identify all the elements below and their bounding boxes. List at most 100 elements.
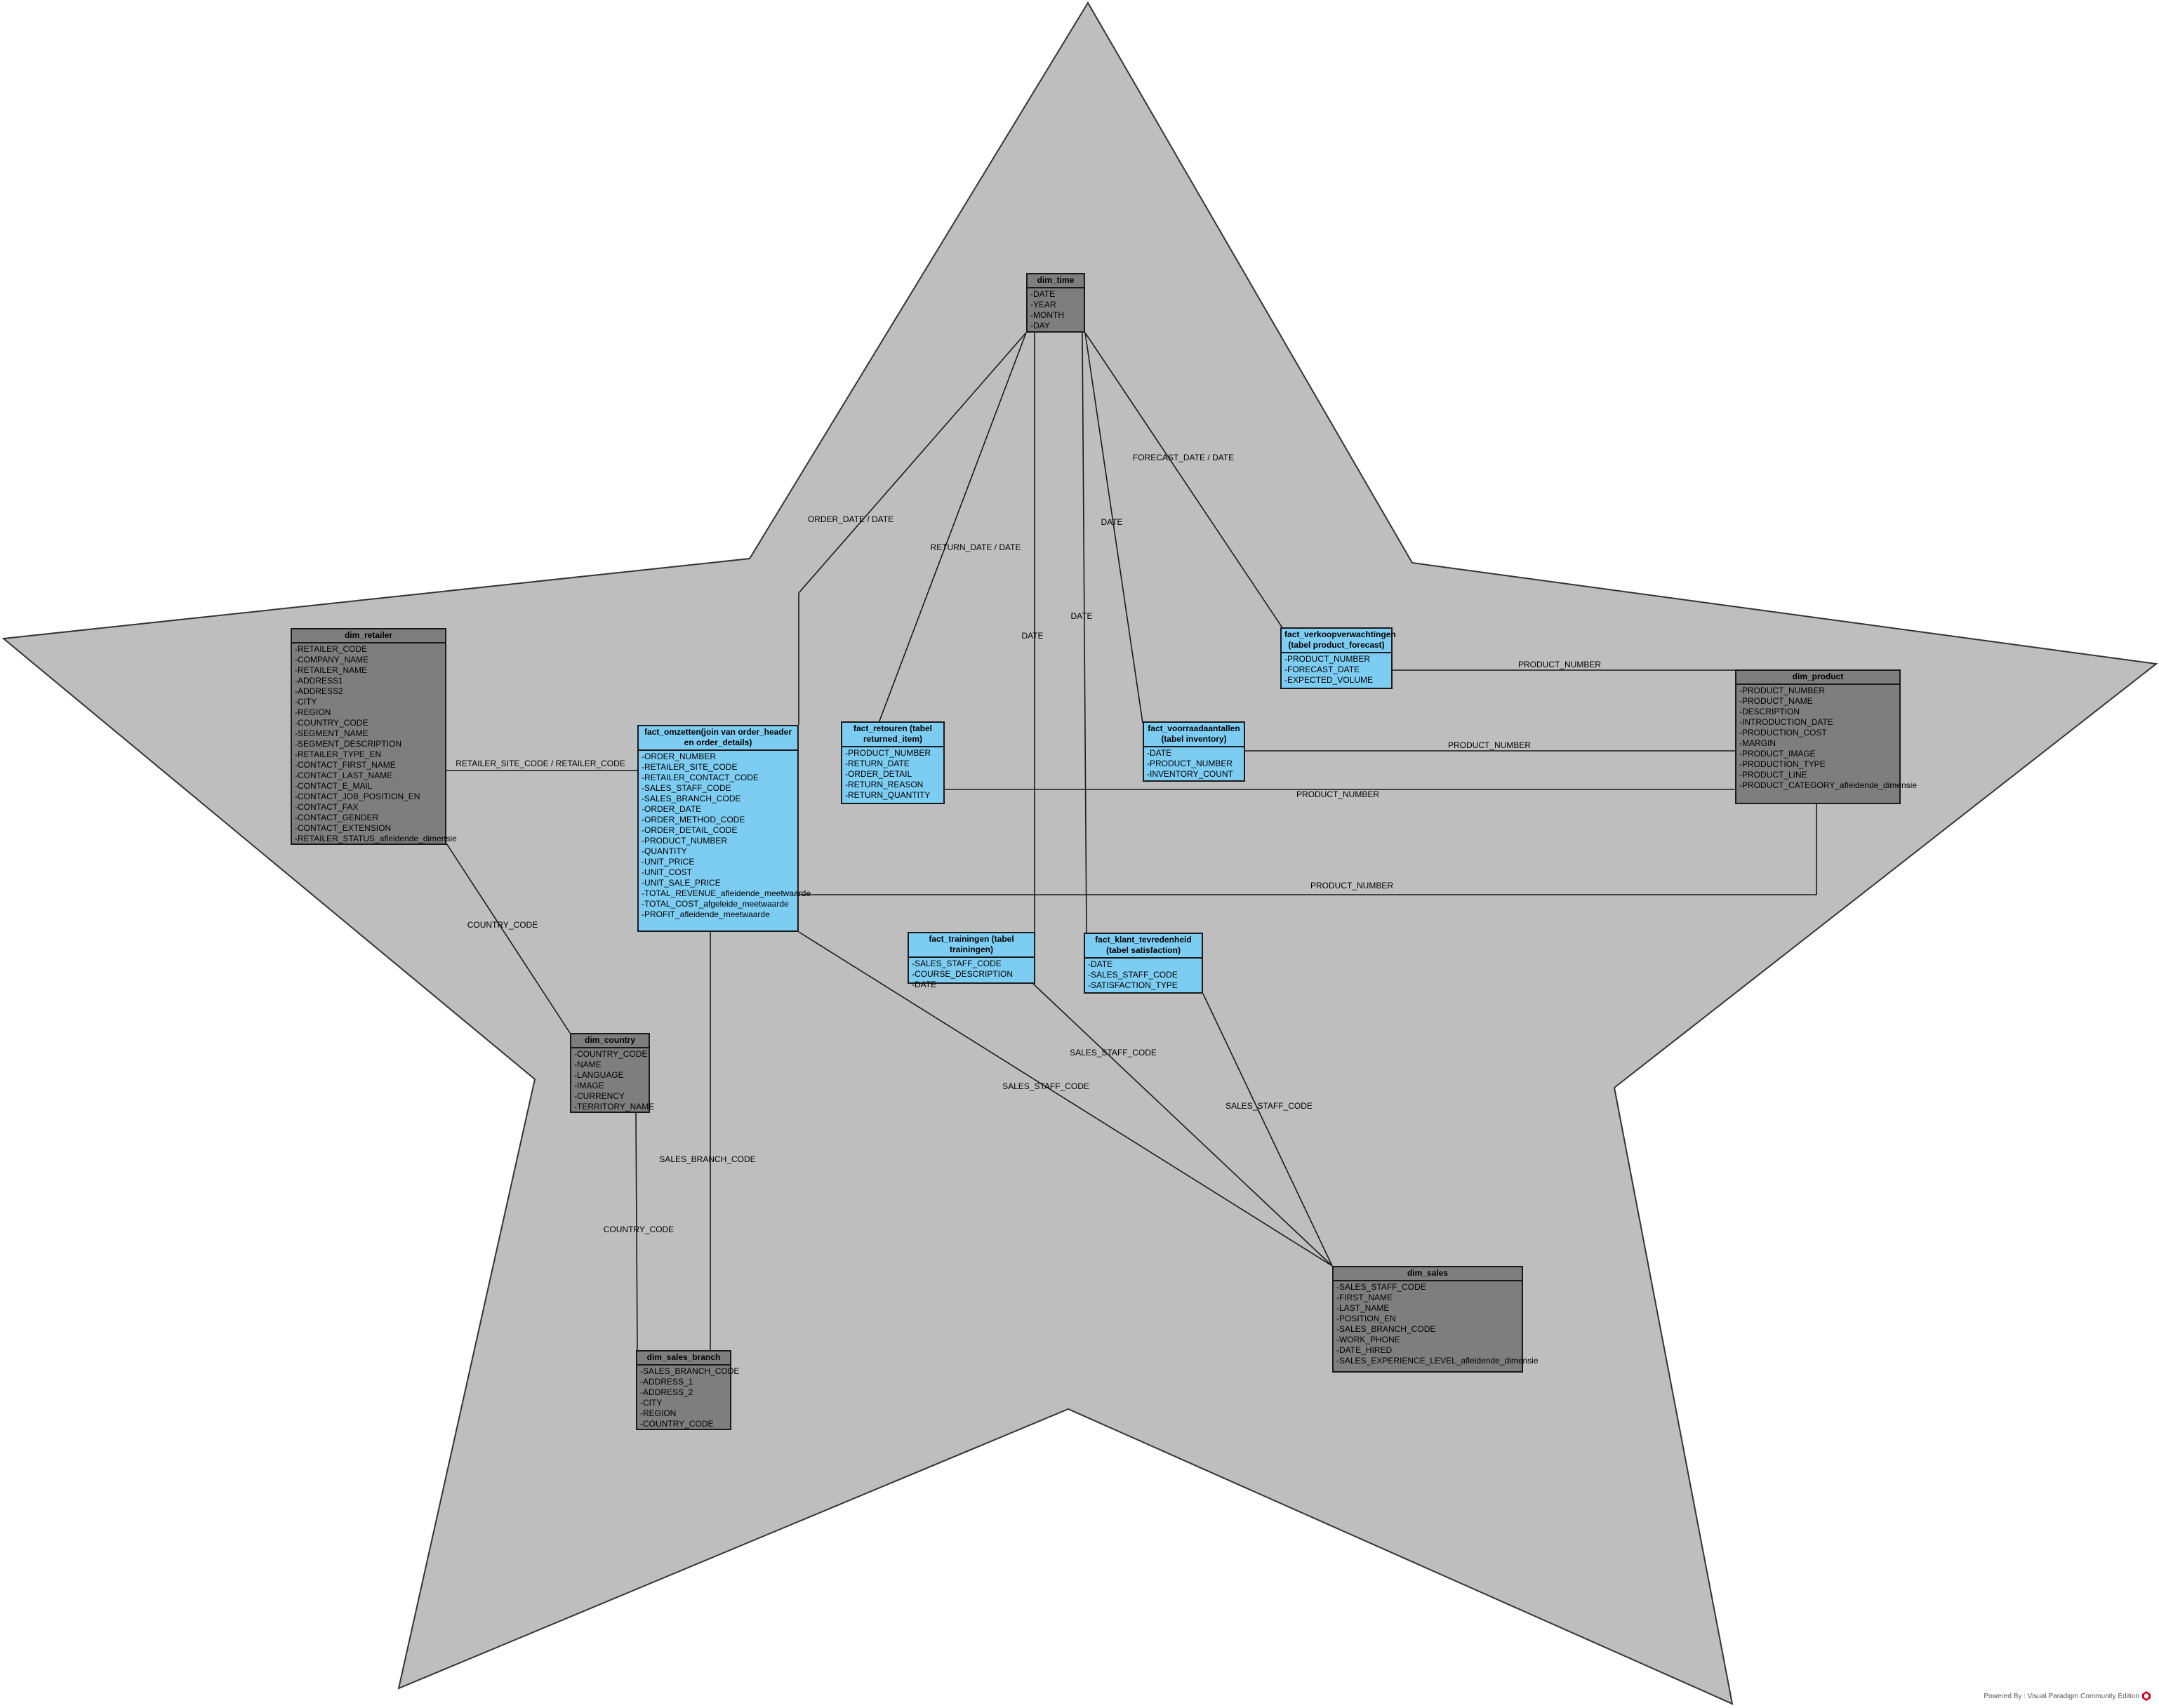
- connector-order-date: [798, 332, 1027, 725]
- entity-field: -MONTH: [1030, 310, 1064, 320]
- entity-field: -SALES_STAFF_CODE: [912, 959, 1002, 968]
- entity-fact-voorraadaantallen[interactable]: fact_voorraadaantallen (tabel inventory)…: [1143, 721, 1245, 782]
- entity-field: -PRODUCT_LINE: [1739, 770, 1807, 780]
- entity-fact-trainingen[interactable]: fact_trainingen (tabel trainingen)-SALES…: [908, 932, 1035, 989]
- entity-field: -UNIT_SALE_PRICE: [642, 878, 721, 888]
- entity-field: -PRODUCTION_COST: [1739, 728, 1827, 738]
- entity-field: -RETAILER_TYPE_EN: [295, 749, 382, 759]
- connector-label-product-verkoop: PRODUCT_NUMBER: [1517, 660, 1602, 669]
- entity-field: -WORK_PHONE: [1336, 1335, 1400, 1345]
- connector-forecast-date: [1084, 332, 1284, 629]
- entity-field: -PROFIT_afleidende_meetwaarde: [642, 909, 770, 919]
- entity-field: -DATE: [1147, 748, 1172, 758]
- connector-label-date-klant: DATE: [1070, 611, 1093, 621]
- entity-field: -ADDRESS2: [295, 686, 343, 696]
- entity-dim-country[interactable]: dim_country-COUNTRY_CODE-NAME-LANGUAGE-I…: [570, 1033, 655, 1113]
- entity-field: -NAME: [574, 1060, 602, 1069]
- entity-fact-retouren[interactable]: fact_retouren (tabel returned_item)-PROD…: [841, 721, 945, 804]
- entity-field: -COURSE_DESCRIPTION: [912, 969, 1014, 979]
- connector-label-product-retouren: PRODUCT_NUMBER: [1296, 789, 1380, 799]
- connector-date-voorraad: [1084, 332, 1143, 723]
- entity-dim-time[interactable]: dim_time-DATE-YEAR-MONTH-DAY: [1026, 273, 1085, 333]
- entity-dim-sales[interactable]: dim_sales-SALES_STAFF_CODE-FIRST_NAME-LA…: [1332, 1266, 1539, 1373]
- entity-fact-omzetten[interactable]: fact_omzetten(join van order_header en o…: [637, 725, 811, 932]
- entity-field: -CONTACT_FAX: [295, 802, 359, 812]
- connector-sales-staff-omzetten: [798, 931, 1333, 1267]
- entity-field: -SEGMENT_NAME: [295, 728, 368, 738]
- entity-field-list: -DATE-PRODUCT_NUMBER-INVENTORY_COUNT: [1144, 747, 1244, 781]
- entity-title: dim_sales_branch: [637, 1352, 730, 1366]
- entity-field: -INVENTORY_COUNT: [1147, 769, 1233, 779]
- connector-label-product-omzetten: PRODUCT_NUMBER: [1310, 881, 1394, 890]
- entity-field: -RETAILER_SITE_CODE: [642, 762, 738, 772]
- entity-field: -COMPANY_NAME: [295, 655, 369, 665]
- connector-label-forecast-date: FORECAST_DATE / DATE: [1132, 453, 1235, 462]
- entity-field: -RETURN_REASON: [845, 780, 924, 789]
- entity-field: -COUNTRY_CODE: [640, 1419, 714, 1429]
- entity-field: -COUNTRY_CODE: [295, 718, 368, 728]
- connector-label-country-branch: COUNTRY_CODE: [603, 1225, 675, 1234]
- footer-text: Powered By : Visual Paradigm Community E…: [1984, 1692, 2139, 1700]
- entity-field: -PRODUCT_NUMBER: [1147, 759, 1233, 768]
- entity-fact-klant-tevredenheid[interactable]: fact_klant_tevredenheid (tabel satisfact…: [1084, 933, 1203, 994]
- connector-sales-staff-trainingen: [1032, 983, 1333, 1267]
- entity-field: -SALES_STAFF_CODE: [1088, 970, 1178, 980]
- entity-title: fact_verkoopverwachtingen (tabel product…: [1282, 629, 1396, 653]
- entity-field: -FIRST_NAME: [1336, 1293, 1393, 1302]
- entity-field: -CONTACT_EXTENSION: [295, 823, 392, 833]
- entity-field: -TERRITORY_NAME: [574, 1102, 655, 1112]
- entity-field-list: -SALES_STAFF_CODE-FIRST_NAME-LAST_NAME-P…: [1334, 1281, 1539, 1368]
- connector-label-sales-staff-trainingen: SALES_STAFF_CODE: [1070, 1048, 1157, 1058]
- connector-product-omzetten: [799, 804, 1817, 895]
- entity-field: -YEAR: [1030, 300, 1056, 309]
- entity-title: dim_sales: [1334, 1267, 1522, 1281]
- entity-field: -CONTACT_FIRST_NAME: [295, 760, 396, 770]
- connector-country-branch: [635, 1112, 638, 1351]
- entity-field: -SALES_BRANCH_CODE: [642, 794, 741, 803]
- entity-field-list: -ORDER_NUMBER-RETAILER_SITE_CODE-RETAILE…: [639, 751, 811, 921]
- entity-field: -REGION: [295, 707, 331, 717]
- entity-field: -EXPECTED_VOLUME: [1284, 675, 1374, 685]
- connector-date-klant: [1082, 332, 1087, 934]
- entity-field-list: -PRODUCT_NUMBER-FORECAST_DATE-EXPECTED_V…: [1282, 653, 1391, 687]
- connector-sales-staff-klant: [1202, 993, 1333, 1267]
- entity-field: -MARGIN: [1739, 738, 1776, 748]
- entity-title: dim_retailer: [292, 629, 445, 643]
- entity-field: -LANGUAGE: [574, 1070, 624, 1080]
- entity-field: -PRODUCTION_TYPE: [1739, 759, 1826, 769]
- entity-fact-verkoopverwachtingen[interactable]: fact_verkoopverwachtingen (tabel product…: [1280, 627, 1396, 689]
- entity-field: -PRODUCT_IMAGE: [1739, 749, 1816, 759]
- connector-label-sales-staff-klant: SALES_STAFF_CODE: [1225, 1101, 1313, 1111]
- entity-field: -RETAILER_NAME: [295, 665, 368, 675]
- entity-dim-sales-branch[interactable]: dim_sales_branch-SALES_BRANCH_CODE-ADDRE…: [636, 1350, 739, 1430]
- connector-country-retailer: [446, 843, 571, 1034]
- entity-field: -SATISFACTION_TYPE: [1088, 980, 1178, 990]
- entity-title: fact_voorraadaantallen (tabel inventory): [1144, 723, 1244, 747]
- connector-return-date: [878, 332, 1027, 723]
- entity-title: fact_omzetten(join van order_header en o…: [639, 726, 797, 751]
- entity-field: -CITY: [295, 697, 317, 707]
- entity-field: -ORDER_DETAIL_CODE: [642, 825, 738, 835]
- entity-field: -DESCRIPTION: [1739, 707, 1800, 716]
- connector-label-retailer-site: RETAILER_SITE_CODE / RETAILER_CODE: [456, 759, 625, 768]
- entity-field: -RETAILER_STATUS_afleidende_dimensie: [295, 834, 457, 843]
- entity-field-list: -PRODUCT_NUMBER-RETURN_DATE-ORDER_DETAIL…: [842, 747, 943, 802]
- entity-title: fact_trainingen (tabel trainingen): [909, 933, 1034, 958]
- footer: Powered By : Visual Paradigm Community E…: [1984, 1691, 2151, 1701]
- entity-field: -LAST_NAME: [1336, 1303, 1390, 1313]
- entity-dim-retailer[interactable]: dim_retailer-RETAILER_CODE-COMPANY_NAME-…: [291, 628, 457, 846]
- entity-field: -SALES_STAFF_CODE: [1336, 1282, 1426, 1292]
- connector-label-date-voorraad: DATE: [1101, 517, 1123, 527]
- connector-label-date-trainingen: DATE: [1021, 631, 1044, 641]
- connector-label-return-date: RETURN_DATE / DATE: [930, 542, 1021, 552]
- entity-field: -RETURN_QUANTITY: [845, 790, 931, 800]
- entity-field: -PRODUCT_CATEGORY_afleidende_dimensie: [1739, 780, 1917, 790]
- entity-field-list: -RETAILER_CODE-COMPANY_NAME-RETAILER_NAM…: [292, 643, 457, 846]
- entity-field: -ORDER_METHOD_CODE: [642, 815, 745, 825]
- entity-field: -ORDER_DATE: [642, 804, 702, 814]
- entity-field: -CONTACT_LAST_NAME: [295, 770, 393, 780]
- entity-dim-product[interactable]: dim_product-PRODUCT_NUMBER-PRODUCT_NAME-…: [1735, 669, 1917, 804]
- entity-field: -RETURN_DATE: [845, 759, 910, 768]
- entity-title: dim_product: [1736, 671, 1899, 685]
